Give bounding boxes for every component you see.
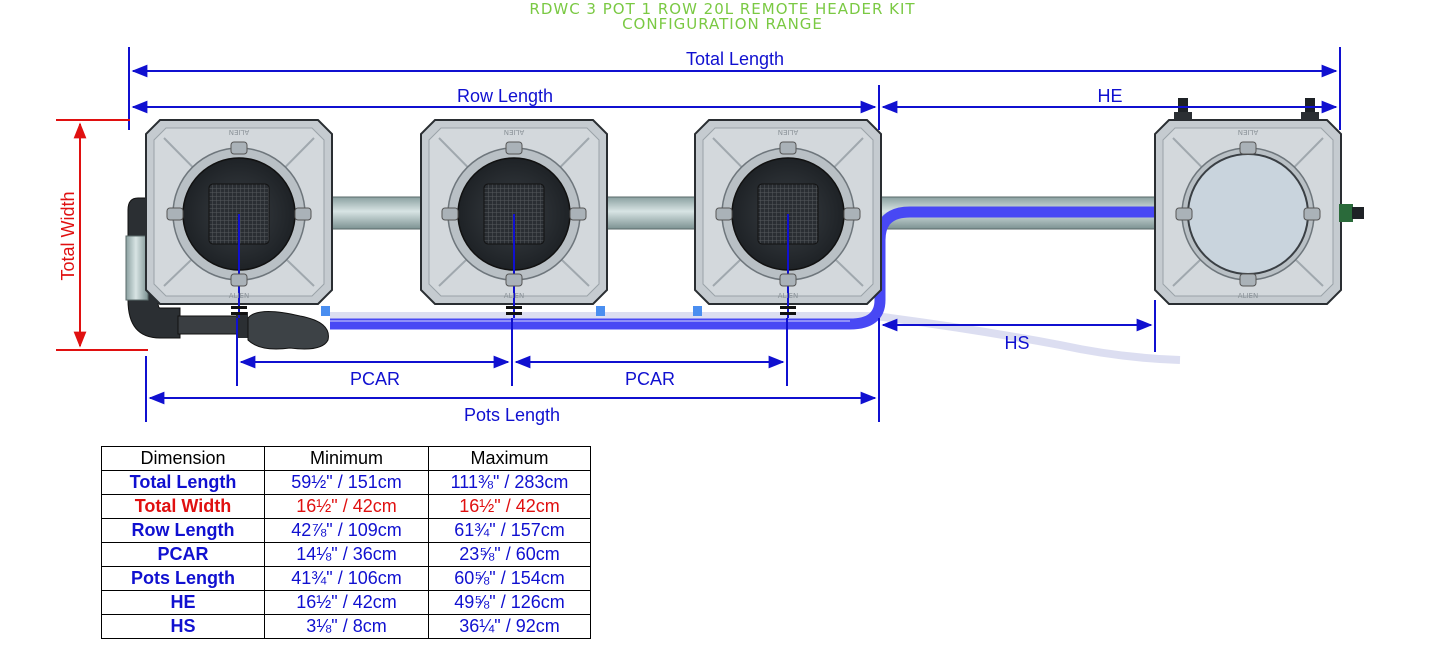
pot-brand-top: ALIEN	[229, 128, 249, 136]
pot-brand-top: ALIEN	[1238, 128, 1258, 136]
pot-3: ALIEN ALIEN	[694, 119, 882, 318]
pot-brand-bottom: ALIEN	[504, 292, 524, 300]
dimension-cell: HS	[101, 614, 265, 639]
hs-dimension: HS	[881, 300, 1156, 353]
dimension-cell: Row Length	[101, 518, 265, 543]
pot-brand-top: ALIEN	[778, 128, 798, 136]
pcar-label-2: PCAR	[625, 369, 675, 389]
pcar-label-1: PCAR	[350, 369, 400, 389]
total-width-dimension: Total Width	[56, 119, 148, 351]
diagram-title: RDWC 3 POT 1 ROW 20L REMOTE HEADER KIT C…	[0, 2, 1445, 32]
table-header-row: Dimension Minimum Maximum	[101, 446, 591, 471]
pcar-dimension: PCAR PCAR	[236, 318, 788, 389]
row-length-label: Row Length	[457, 86, 553, 106]
dimension-cell: Total Width	[101, 494, 265, 519]
pot-brand-bottom: ALIEN	[778, 292, 798, 300]
maximum-cell: 49⅝" / 126cm	[428, 590, 591, 615]
minimum-cell: 41¾" / 106cm	[264, 566, 429, 591]
total-length-label: Total Length	[686, 49, 784, 69]
blue-connectors	[321, 306, 702, 316]
minimum-cell: 3⅛" / 8cm	[264, 614, 429, 639]
minimum-cell: 16½" / 42cm	[264, 494, 429, 519]
hs-label: HS	[1004, 333, 1029, 353]
maximum-cell: 16½" / 42cm	[428, 494, 591, 519]
pot-brand-bottom: ALIEN	[1238, 292, 1258, 300]
total-length-dimension: Total Length	[128, 47, 1341, 130]
minimum-cell: 42⅞" / 109cm	[264, 518, 429, 543]
title-line-1: RDWC 3 POT 1 ROW 20L REMOTE HEADER KIT	[529, 0, 916, 18]
pot-2: ALIEN ALIEN	[420, 119, 608, 318]
dimension-cell: Total Length	[101, 470, 265, 495]
minimum-cell: 16½" / 42cm	[264, 590, 429, 615]
header-tank: ALIEN ALIEN	[1154, 119, 1342, 305]
header-maximum: Maximum	[428, 446, 591, 471]
total-width-label: Total Width	[58, 191, 78, 280]
pot-brand-bottom: ALIEN	[229, 292, 249, 300]
he-dimension: HE	[881, 86, 1338, 114]
dimension-cell: HE	[101, 590, 265, 615]
maximum-cell: 60⅝" / 154cm	[428, 566, 591, 591]
pots-length-dimension: Pots Length	[145, 318, 880, 425]
header-minimum: Minimum	[264, 446, 429, 471]
dimension-cell: Pots Length	[101, 566, 265, 591]
system-diagram: ALIENALIENALIENALIENALIENALIENALIENALIEN…	[56, 47, 1364, 425]
maximum-cell: 61¾" / 157cm	[428, 518, 591, 543]
dimension-cell: PCAR	[101, 542, 265, 567]
maximum-cell: 111⅜" / 283cm	[428, 470, 591, 495]
minimum-cell: 59½" / 151cm	[264, 470, 429, 495]
row-length-dimension: Row Length	[131, 85, 880, 130]
pots-length-label: Pots Length	[464, 405, 560, 425]
title-line-2: CONFIGURATION RANGE	[622, 15, 823, 33]
minimum-cell: 14⅛" / 36cm	[264, 542, 429, 567]
header-dimension: Dimension	[101, 446, 265, 471]
maximum-cell: 23⅝" / 60cm	[428, 542, 591, 567]
maximum-cell: 36¼" / 92cm	[428, 614, 591, 639]
he-label: HE	[1097, 86, 1122, 106]
pot-1: ALIEN ALIEN	[145, 119, 333, 318]
pot-brand-top: ALIEN	[504, 128, 524, 136]
